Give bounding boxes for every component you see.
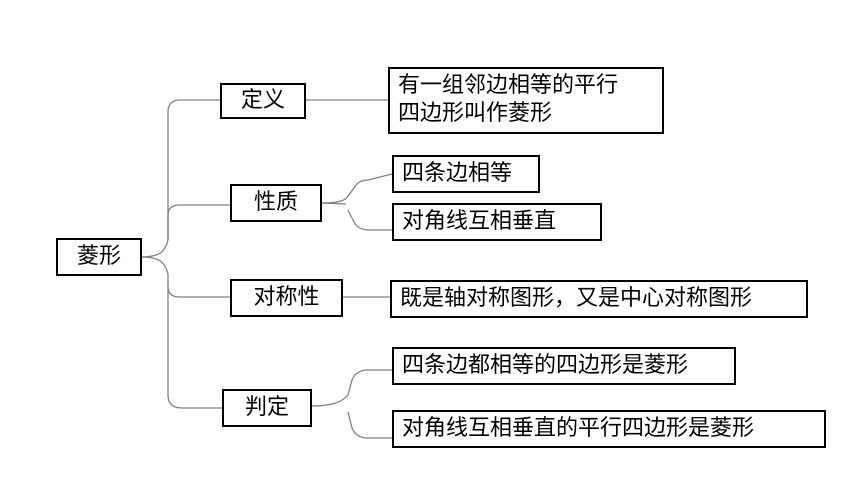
criteria-item-2: 对角线互相垂直的平行四边形是菱形 <box>392 410 826 448</box>
criteria-connector <box>311 369 392 407</box>
property-connector <box>321 173 393 204</box>
property-connector-3 <box>321 202 347 205</box>
root-connector-4 <box>167 287 222 409</box>
root-connector <box>139 99 220 258</box>
branch-properties: 性质 <box>230 184 322 222</box>
branch-symmetry: 对称性 <box>230 279 343 317</box>
root-node: 菱形 <box>56 238 142 276</box>
definition-line-2: 四边形叫作菱形 <box>398 101 553 126</box>
property-item-1: 四条边相等 <box>392 155 540 193</box>
branch-criteria: 判定 <box>222 389 312 427</box>
property-item-2: 对角线互相垂直 <box>392 203 602 241</box>
definition-line-1: 有一组邻边相等的平行 <box>398 73 619 98</box>
definition-text: 有一组邻边相等的平行 四边形叫作菱形 <box>388 67 664 134</box>
property-connector-2 <box>347 209 392 231</box>
criteria-connector-2 <box>347 411 392 439</box>
branch-definition: 定义 <box>220 83 306 119</box>
root-connector-3 <box>139 256 230 298</box>
symmetry-item-1: 既是轴对称图形，又是中心对称图形 <box>390 280 808 318</box>
criteria-item-1: 四条边都相等的四边形是菱形 <box>392 347 736 385</box>
root-connector-2 <box>167 204 230 240</box>
